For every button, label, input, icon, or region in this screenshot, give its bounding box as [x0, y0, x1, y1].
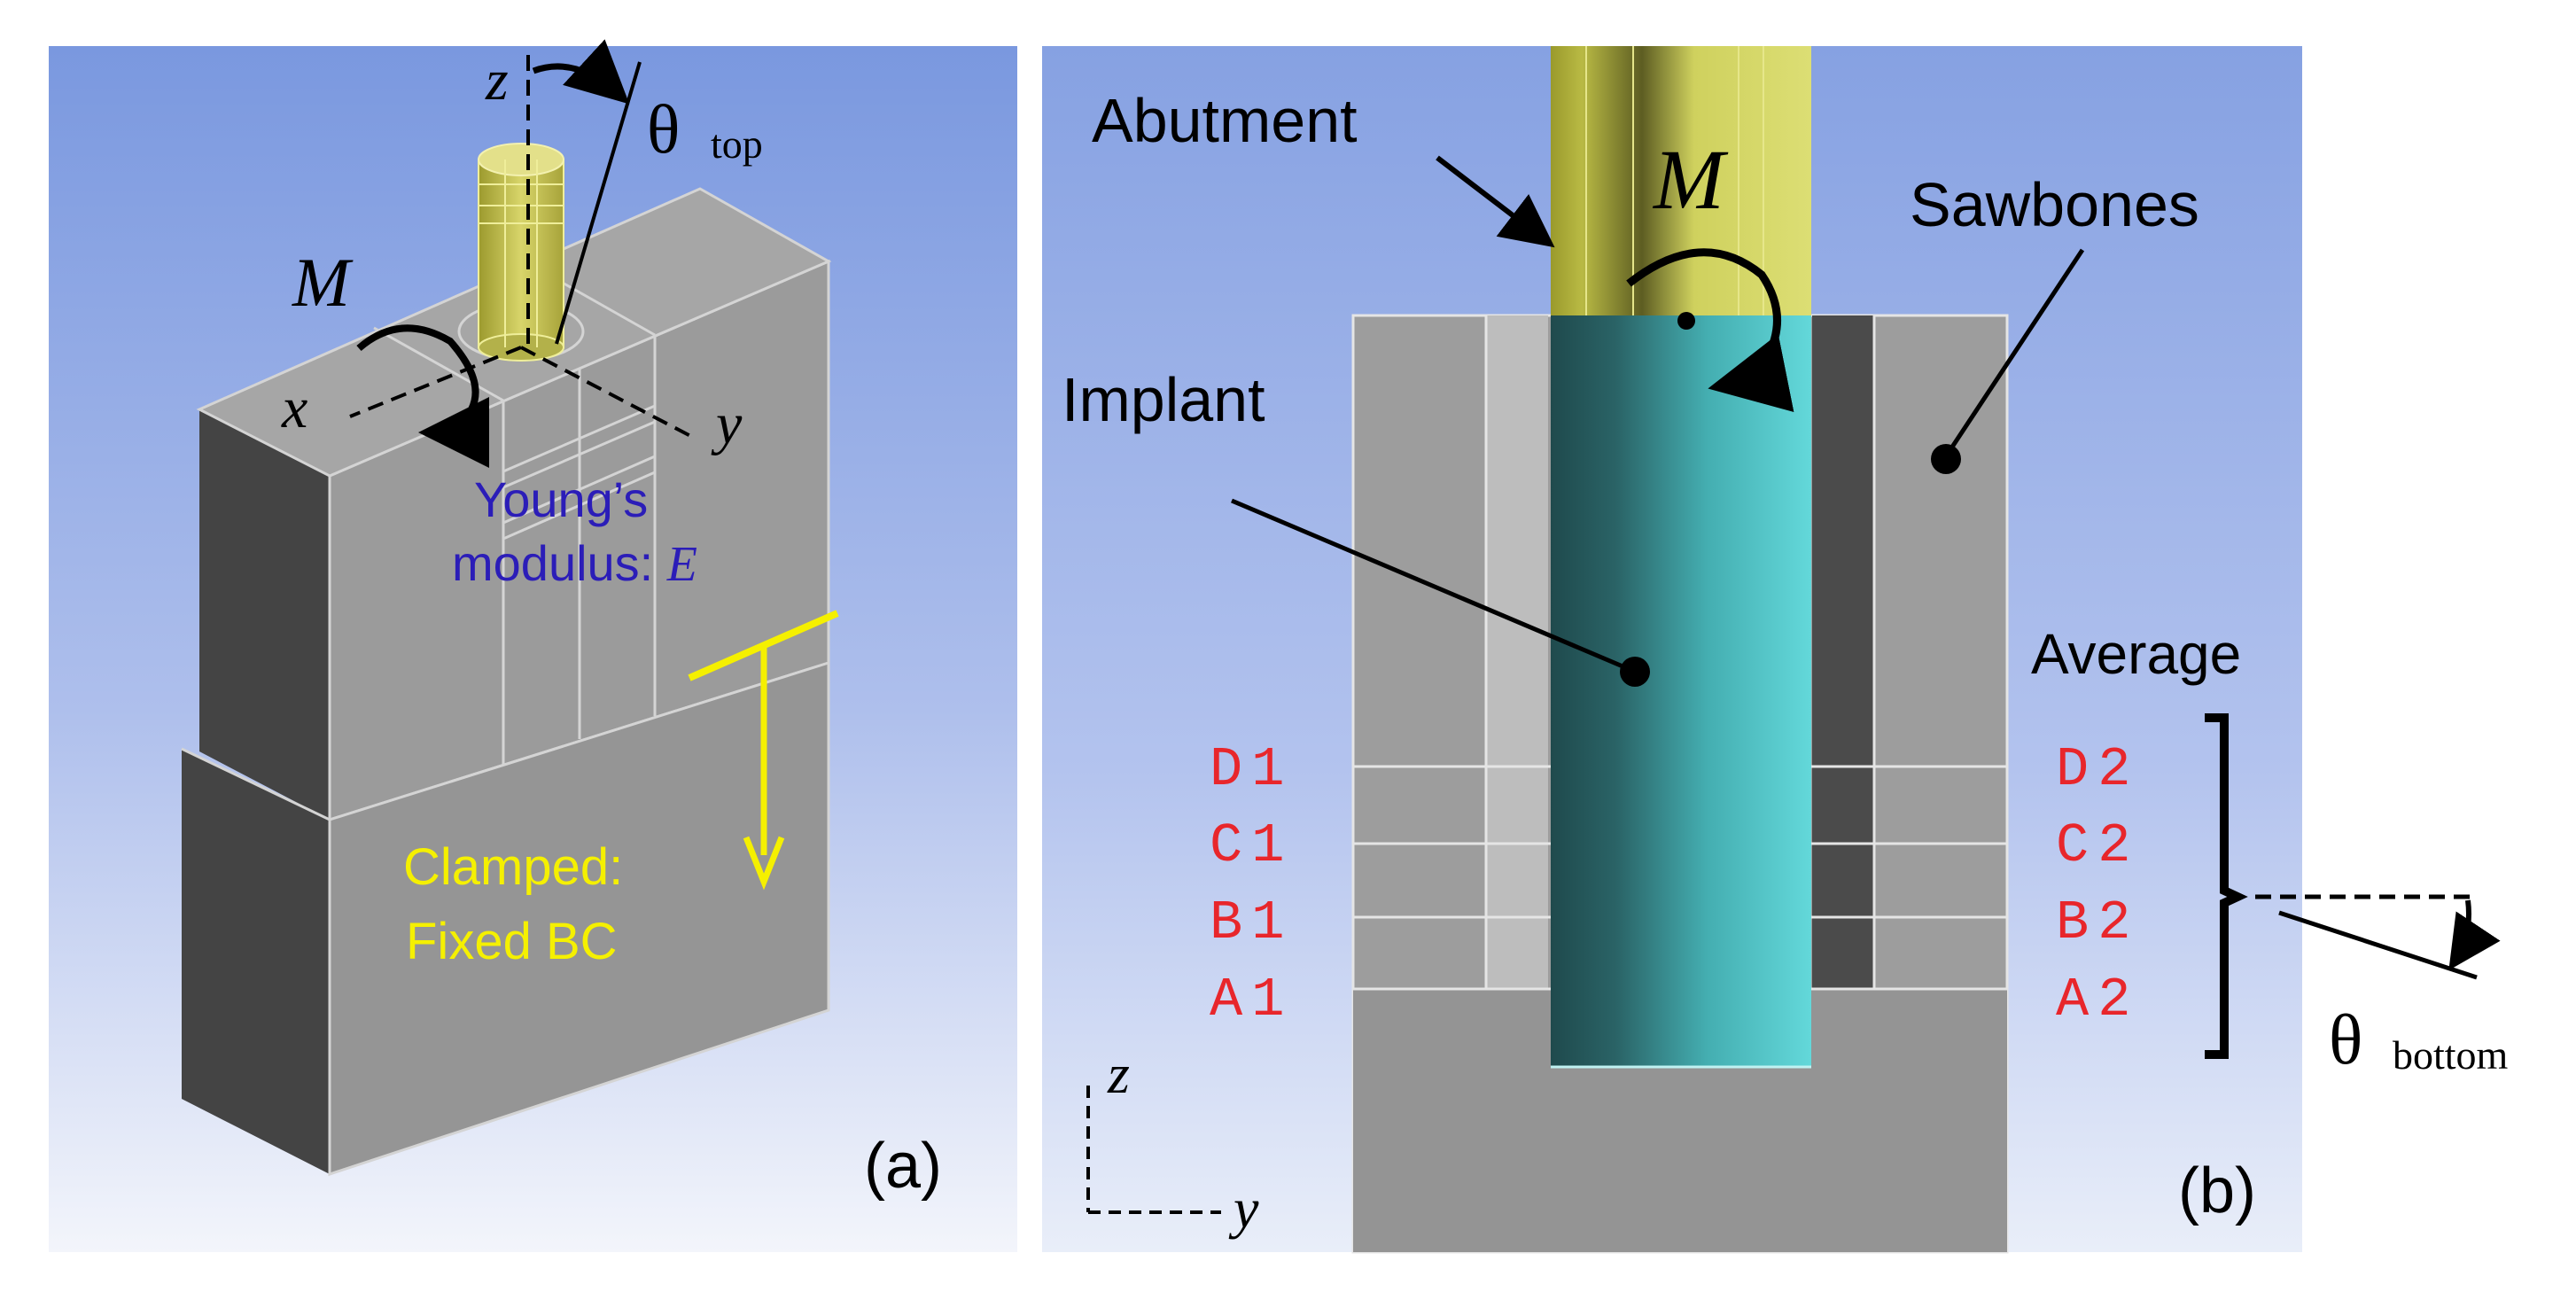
abutment-label: Abutment [1092, 86, 1358, 155]
abutment-leader-arrow [1436, 155, 1555, 248]
young-label-line2: modulus: E [452, 535, 697, 592]
sawbones-label: Sawbones [1910, 170, 2199, 239]
axis-x-label: x [281, 376, 307, 440]
location-label-b2: B2 [2056, 891, 2139, 954]
sawbones-dark-strip [1812, 315, 1874, 989]
moment-arrow-a [356, 324, 490, 468]
block-front-face-lower [328, 660, 830, 1177]
theta-top-line [555, 61, 642, 345]
clamped-label-line1: Clamped: [403, 838, 623, 896]
implant-label: Implant [1062, 365, 1265, 434]
axis-y-label: y [711, 392, 743, 456]
panel-a-label: (a) [864, 1131, 942, 1202]
average-bracket [2205, 713, 2248, 1059]
location-label-d1: D1 [1210, 738, 1293, 801]
panel-b-label: (b) [2178, 1156, 2256, 1226]
location-label-c2: C2 [2056, 814, 2139, 877]
block-left-face-lower [182, 749, 330, 1174]
theta-bottom-subscript: bottom [2393, 1032, 2509, 1078]
location-label-a1: A1 [1210, 969, 1293, 1031]
abutment-cylinder [478, 143, 564, 362]
x-axis-line [349, 346, 522, 418]
moment-arrow-b [1626, 248, 1794, 412]
sawbones-dot [1931, 444, 1961, 474]
theta-top-subscript: top [711, 121, 763, 167]
y-axis-line [520, 346, 697, 440]
location-label-c1: C1 [1210, 814, 1293, 877]
theta-bottom-symbol: θ [2329, 1001, 2362, 1079]
clamp-arrow-head [743, 836, 785, 891]
theta-bottom-arc-arrow [2448, 899, 2501, 970]
panel-b: Abutment M Sawbones Implant Average D1 C… [1042, 46, 2509, 1254]
location-label-b1: B1 [1210, 891, 1293, 954]
clamped-label-line2: Fixed BC [406, 913, 618, 970]
sawbones-leader [1943, 248, 2085, 458]
theta-top-arc-arrow [532, 39, 630, 105]
theta-bottom-line [2278, 910, 2478, 980]
sawbones-light-strip [1486, 315, 1548, 989]
implant-body [1551, 315, 1811, 1067]
abutment-body [1551, 46, 1811, 315]
location-label-d2: D2 [2056, 738, 2139, 801]
location-label-a2: A2 [2056, 969, 2139, 1031]
panel-a: z x y M θ top Young’s modulus: E Clamped… [49, 39, 1017, 1252]
coord-y-label: y [1228, 1177, 1259, 1240]
moment-center-dot [1677, 312, 1695, 330]
implant-leader [1231, 498, 1634, 673]
average-label: Average [2031, 622, 2241, 686]
coord-z-label: z [1107, 1042, 1130, 1105]
axis-z-label: z [485, 48, 509, 113]
moment-label-a: M [292, 244, 354, 321]
clamp-bar [688, 610, 839, 681]
theta-top-symbol: θ [647, 90, 680, 167]
block-left-face-upper [199, 409, 330, 820]
implant-dot [1620, 657, 1650, 687]
young-label-line1: Young’s [474, 471, 648, 527]
moment-label-b: M [1652, 132, 1729, 227]
